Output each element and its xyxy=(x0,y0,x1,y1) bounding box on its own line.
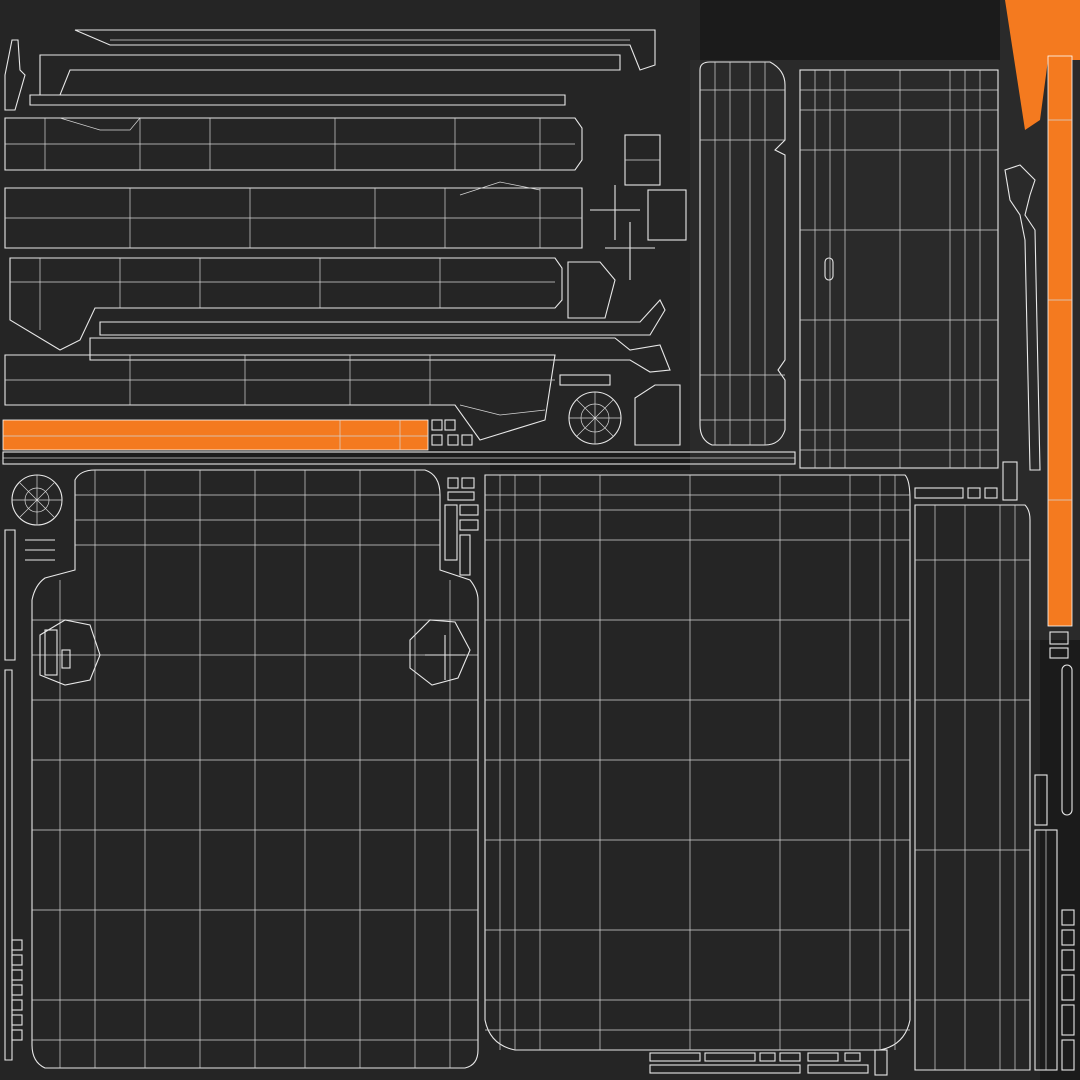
orange-horizontal-strip xyxy=(2,419,429,451)
orange-strip-lines xyxy=(3,119,1072,501)
orange-corner-shape xyxy=(1005,0,1080,130)
side-panel-island xyxy=(914,487,1075,1071)
small-pieces xyxy=(431,134,687,446)
back-panel-island xyxy=(799,69,1041,501)
tall-pillar-island xyxy=(699,61,786,446)
upper-bars xyxy=(2,29,796,465)
orange-vertical-strip xyxy=(1047,55,1073,627)
top-panel-island xyxy=(484,474,911,1076)
front-panel-island xyxy=(4,469,479,1069)
orange-islands xyxy=(2,0,1080,627)
bottom-tile-row xyxy=(649,1049,888,1076)
tile-column-left xyxy=(11,477,479,1041)
